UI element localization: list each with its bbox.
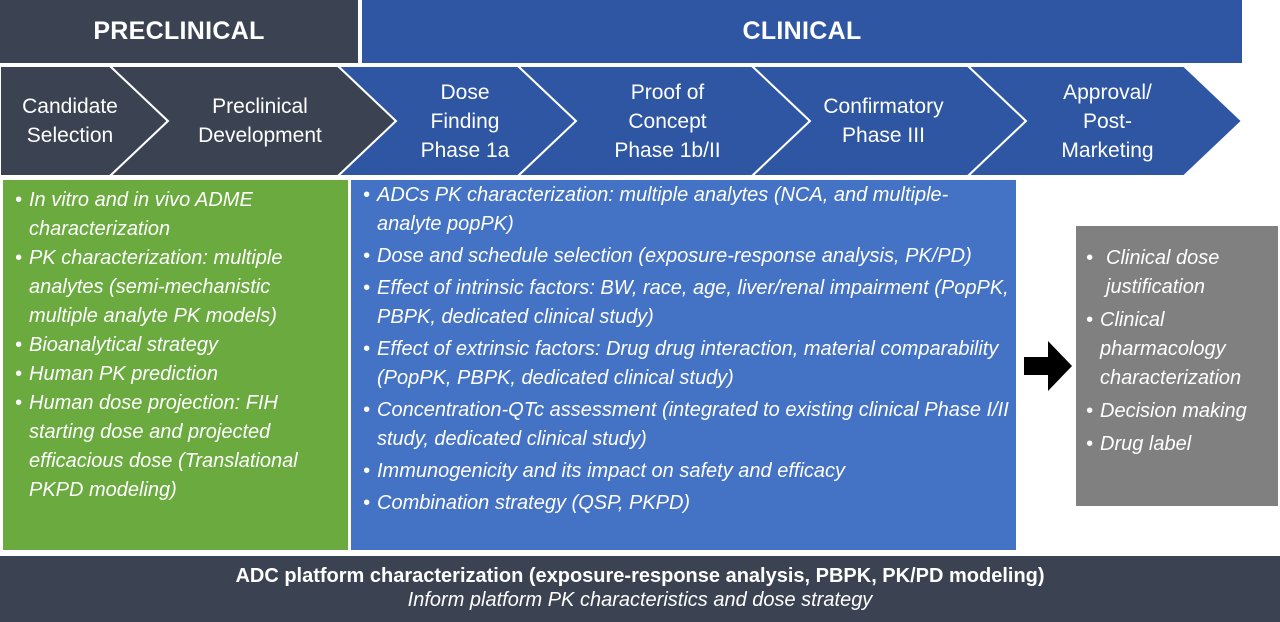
clinical-item: Concentration-QTc assessment (integrated… bbox=[363, 396, 1010, 454]
clinical-activities-panel: ADCs PK characterization: multiple analy… bbox=[351, 180, 1016, 550]
platform-subtitle: Inform platform PK characteristics and d… bbox=[407, 589, 873, 611]
clinical-item: Combination strategy (QSP, PKPD) bbox=[363, 489, 1010, 518]
stage-chevron-6 bbox=[966, 66, 1244, 176]
stage-candidate-selection: Candidate Selection bbox=[22, 95, 118, 147]
clinical-item: Effect of intrinsic factors: BW, race, a… bbox=[363, 274, 1010, 332]
preclinical-item: In vitro and in vivo ADME characterizati… bbox=[15, 186, 342, 244]
outcome-item: Clinical dose justification bbox=[1086, 244, 1274, 302]
platform-title: ADC platform characterization (exposure-… bbox=[235, 565, 1045, 587]
clinical-header: CLINICAL bbox=[362, 0, 1242, 63]
clinical-item: Dose and schedule selection (exposure-re… bbox=[363, 242, 1010, 271]
right-arrow-icon bbox=[1024, 341, 1072, 391]
preclinical-item: Bioanalytical strategy bbox=[15, 331, 342, 360]
stage-chevron-3 bbox=[336, 66, 578, 176]
stage-confirmatory: Confirmatory Phase III bbox=[823, 95, 944, 147]
clinical-item: Effect of extrinsic factors: Drug drug i… bbox=[363, 335, 1010, 393]
outcome-item: Clinical pharmacology characterization bbox=[1086, 306, 1274, 393]
preclinical-item: Human dose projection: FIH starting dose… bbox=[15, 389, 342, 505]
outcome-item: Decision making bbox=[1086, 397, 1274, 426]
stage-chevrons bbox=[0, 66, 1244, 176]
stage-chevron-4 bbox=[516, 66, 812, 176]
preclinical-activities-panel: In vitro and in vivo ADME characterizati… bbox=[3, 180, 348, 550]
stage-proof-of-concept: Proof of Concept Phase 1b/II bbox=[614, 80, 721, 162]
clinical-item: ADCs PK characterization: multiple analy… bbox=[363, 181, 1010, 239]
platform-characterization-bar: ADC platform characterization (exposure-… bbox=[0, 556, 1280, 622]
stage-approval: Approval/ Post- Marketing bbox=[1061, 80, 1154, 162]
preclinical-header: PRECLINICAL bbox=[0, 0, 358, 63]
preclinical-item: PK characterization: multiple analytes (… bbox=[15, 244, 342, 331]
outcome-item: Drug label bbox=[1086, 430, 1274, 459]
stage-chevron-5 bbox=[750, 66, 1028, 176]
clinical-item: Immunogenicity and its impact on safety … bbox=[363, 457, 1010, 486]
stage-preclinical-development: Preclinical Development bbox=[198, 95, 322, 147]
outcomes-panel: Clinical dose justification Clinical pha… bbox=[1076, 226, 1278, 506]
preclinical-item: Human PK prediction bbox=[15, 360, 342, 389]
stage-dose-finding: Dose Finding Phase 1a bbox=[420, 80, 510, 162]
stage-chevron-2 bbox=[108, 66, 398, 176]
